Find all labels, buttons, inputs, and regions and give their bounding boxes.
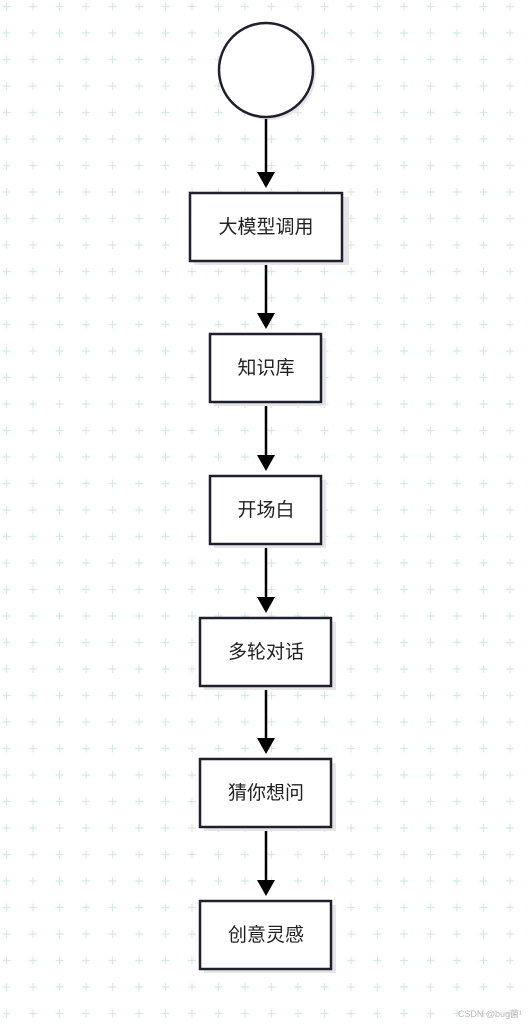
node-label: 知识库 — [237, 357, 294, 379]
node-creative-inspiration[interactable]: 创意灵感 — [198, 899, 336, 973]
edges — [257, 119, 275, 896]
arrowhead-icon — [257, 880, 275, 896]
edge-node-5-to-node-6 — [257, 829, 275, 896]
arrowhead-icon — [257, 313, 275, 329]
node-multi-turn-dialog[interactable]: 多轮对话 — [198, 616, 336, 690]
arrowhead-icon — [257, 738, 275, 754]
edge-node-3-to-node-4 — [257, 546, 275, 613]
watermark: CSDN @bug菌¹ — [457, 1009, 522, 1019]
node-label: 创意灵感 — [228, 924, 304, 946]
edge-node-1-to-node-2 — [257, 262, 275, 329]
arrowhead-icon — [257, 597, 275, 613]
edge-node-2-to-node-3 — [257, 404, 275, 471]
node-label: 多轮对话 — [228, 641, 304, 663]
node-label: 开场白 — [237, 499, 294, 521]
node-guess-questions[interactable]: 猜你想问 — [198, 757, 336, 831]
node-knowledge-base[interactable]: 知识库 — [208, 332, 326, 406]
arrowhead-icon — [257, 455, 275, 471]
edge-start-to-node-1 — [257, 119, 275, 188]
node-label: 大模型调用 — [218, 216, 313, 238]
node-label: 猜你想问 — [228, 782, 304, 804]
node-opening[interactable]: 开场白 — [208, 474, 326, 548]
edge-node-4-to-node-5 — [257, 687, 275, 754]
arrowhead-icon — [257, 172, 275, 188]
node-model-call[interactable]: 大模型调用 — [188, 191, 349, 265]
start-node[interactable] — [217, 21, 316, 120]
